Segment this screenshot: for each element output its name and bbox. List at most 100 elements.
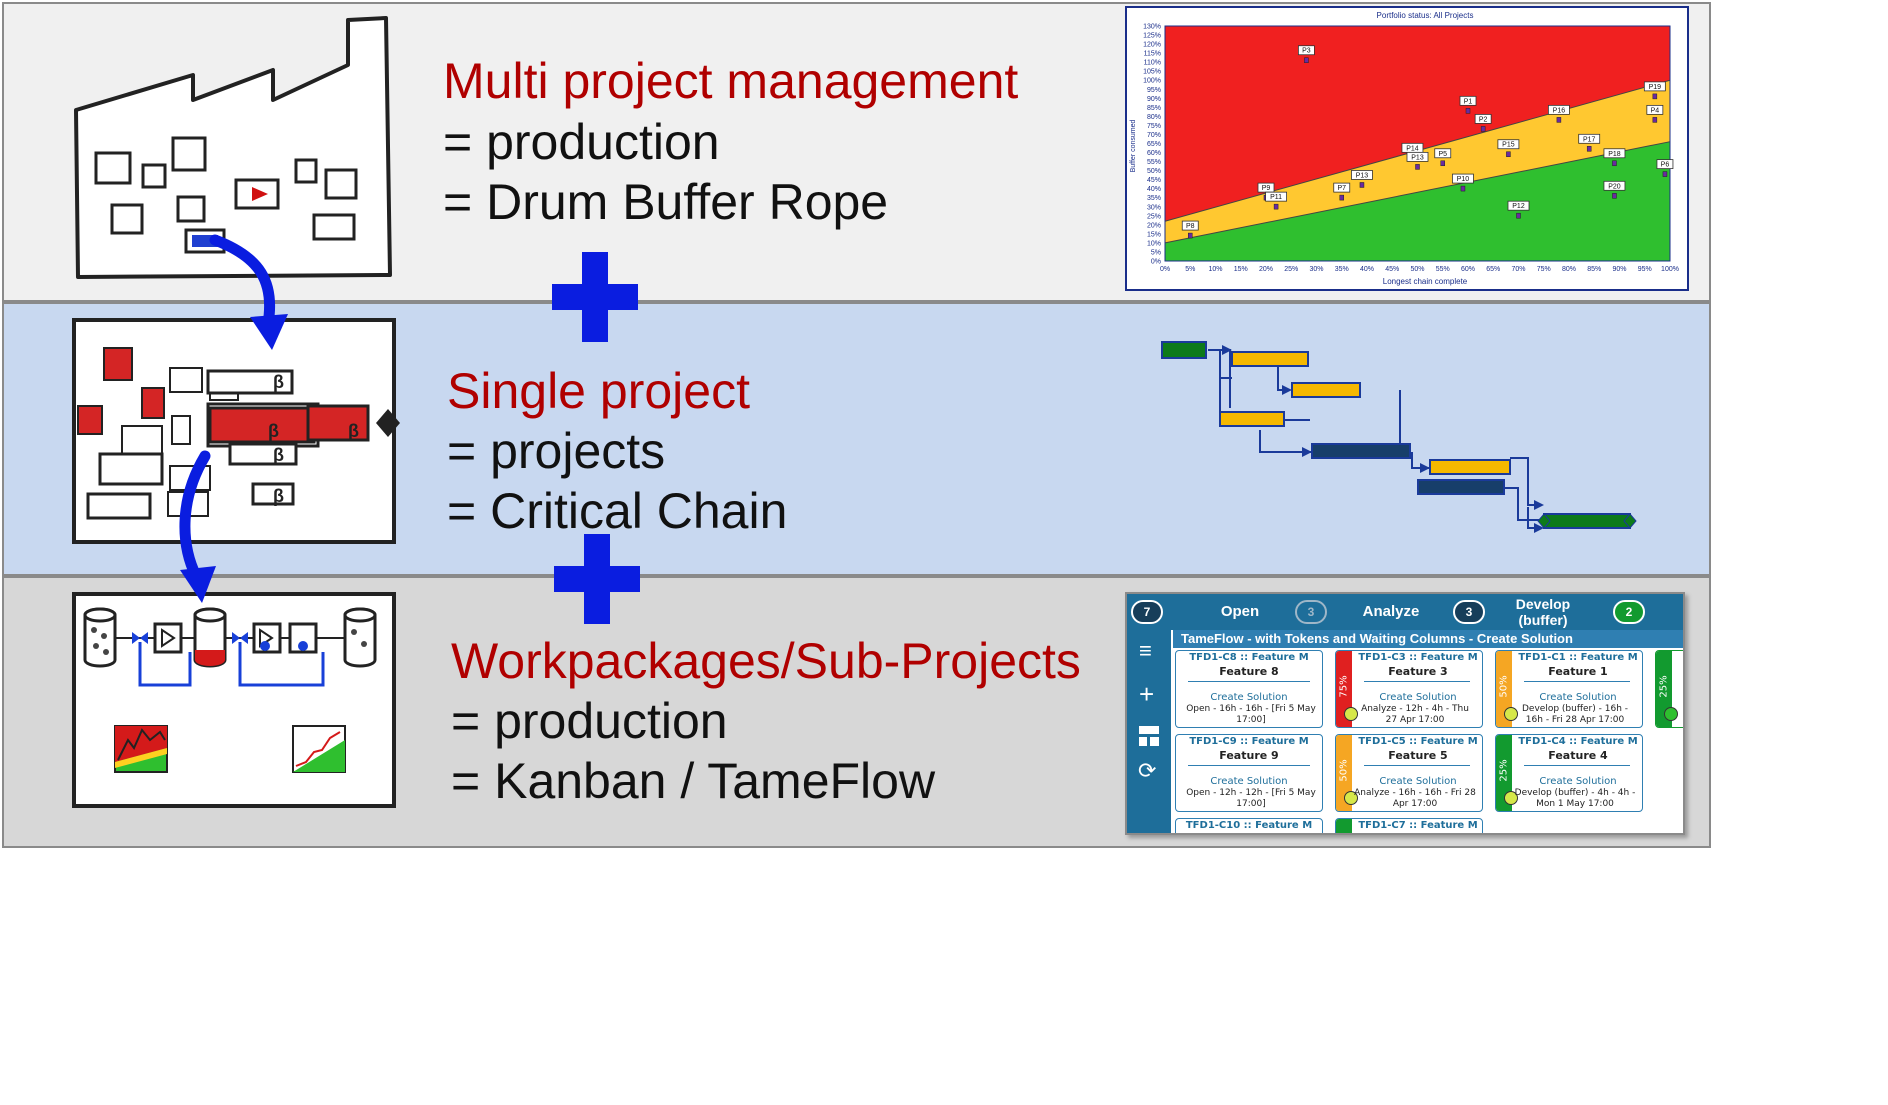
column-develop-buffer[interactable]: Develop (buffer) [1515,596,1571,628]
project-label: P13 [1356,172,1369,179]
project-point: P16 [1547,104,1570,123]
row1-title: Multi project management [443,53,1019,109]
project-point: P13 [1351,170,1373,188]
y-tick-label: 15% [1147,231,1161,238]
row1-line1: = production [443,114,720,170]
kanban-card[interactable]: TFD1-C10 :: Feature M [1175,818,1323,833]
x-tick-label: 100% [1661,266,1679,273]
y-tick-label: 115% [1144,51,1161,58]
row1-line2: = Drum Buffer Rope [443,174,889,230]
y-tick-label: 0% [1151,259,1161,266]
kanban-card-partial[interactable]: 25% [1655,650,1683,728]
green-zone [1165,141,1670,261]
beta-label: β [273,445,284,465]
gantt-task [1311,443,1411,459]
y-tick-label: 110% [1144,60,1161,67]
beta-label: β [273,486,284,506]
critical-chain-gantt [1161,341,1637,533]
kanban-card[interactable]: 50% TFD1-C5 :: Feature M Feature 5 Creat… [1335,734,1483,812]
x-tick-label: 90% [1612,266,1626,273]
card-status: Create Solution [1539,692,1617,703]
project-point: P18 [1603,148,1626,167]
down-arrow-icon [209,234,288,350]
gantt-task [1231,351,1309,367]
fever-chart: Portfolio status: All Projects Longest c… [1125,6,1689,291]
refresh-icon[interactable]: ⟳ [1138,758,1157,783]
card-id: TFD1-C8 :: Feature M [1189,652,1309,663]
project-point: P13 [1406,151,1429,170]
y-tick-label: 60% [1147,150,1161,157]
kanban-card[interactable]: 75% TFD1-C3 :: Feature M Feature 3 Creat… [1335,650,1483,728]
card-status: Create Solution [1379,776,1457,787]
column-open[interactable]: Open [1220,603,1260,620]
buffer-percent: 50% [1338,759,1350,782]
project-label: P4 [1651,107,1660,114]
project-point: P4 [1646,104,1664,123]
x-tick-label: 70% [1511,266,1525,273]
project-point: P1 [1459,95,1477,114]
card-detail: Open - 16h - 16h - [Fri 5 May 17:00] [1186,704,1316,725]
project-label: P11 [1270,194,1282,201]
project-point: P2 [1474,114,1492,132]
card-id: TFD1-C3 :: Feature M [1358,652,1478,663]
y-tick-label: 95% [1147,87,1161,94]
y-tick-label: 125% [1143,33,1161,40]
project-label: P19 [1649,84,1662,91]
project-point: P5 [1434,148,1452,167]
board-header [1127,594,1683,630]
kanban-card[interactable]: TFD1-C9 :: Feature M Feature 9 Create So… [1175,734,1323,812]
project-label: P10 [1457,176,1470,183]
card-id: TFD1-C5 :: Feature M [1358,736,1478,747]
card-id: TFD1-C4 :: Feature M [1518,736,1638,747]
project-label: P7 [1337,185,1346,192]
project-label: P9 [1262,185,1271,192]
project-point: P15 [1497,139,1520,157]
ccpm-beta-overlay: β β β β β [206,369,400,506]
kanban-card[interactable]: 25% TFD1-C4 :: Feature M Feature 4 Creat… [1495,734,1643,812]
x-tick-label: 35% [1335,266,1349,273]
card-status: Create Solution [1379,692,1457,703]
project-buffer [1543,513,1631,529]
y-tick-label: 45% [1147,177,1161,184]
y-tick-label: 50% [1147,168,1161,175]
layout-icon[interactable] [1139,726,1159,746]
card-detail: Develop (buffer) - 4h - 4h - Mon 1 May 1… [1514,788,1636,809]
card-detail: Analyze - 16h - 16h - Fri 28 Apr 17:00 [1354,788,1476,809]
kanban-card[interactable]: 50% TFD1-C1 :: Feature M Feature 1 Creat… [1495,650,1643,728]
project-label: P12 [1512,203,1525,210]
y-tick-label: 40% [1147,186,1161,193]
row3-title: Workpackages/Sub-Projects [451,633,1081,689]
project-label: P18 [1608,151,1621,158]
x-axis-label: Longest chain complete [1383,277,1468,286]
count-badge: 7 [1131,600,1163,624]
project-label: P5 [1438,151,1447,158]
column-analyze[interactable]: Analyze [1362,603,1420,620]
x-tick-label: 65% [1486,266,1500,273]
y-tick-label: 65% [1147,141,1161,148]
x-tick-label: 55% [1436,266,1450,273]
card-status: Create Solution [1539,776,1617,787]
buffer-percent: 25% [1658,675,1670,698]
card-id: TFD1-C10 :: Feature M [1185,820,1313,831]
window-icon [94,151,132,185]
row2-line1: = projects [447,423,666,479]
card-id: TFD1-C1 :: Feature M [1518,652,1638,663]
menu-icon[interactable]: ≡ [1139,638,1152,663]
x-tick-label: 75% [1537,266,1551,273]
row2-title: Single project [447,363,750,419]
project-point: P20 [1603,180,1626,199]
kanban-card[interactable]: TFD1-C8 :: Feature M Feature 8 Create So… [1175,650,1323,728]
y-axis-label: Buffer consumed [1130,120,1137,173]
plus-icon[interactable]: + [1139,679,1155,709]
y-tick-label: 5% [1151,249,1161,256]
project-point: P11 [1265,191,1288,210]
x-tick-label: 40% [1360,266,1374,273]
plus-icon [552,252,638,342]
column-open-count: 3 [1295,600,1327,624]
project-point: P7 [1333,182,1351,201]
x-tick-label: 20% [1259,266,1273,273]
y-tick-label: 130% [1143,24,1161,31]
card-name: Feature 3 [1388,665,1448,678]
kanban-card[interactable]: TFD1-C7 :: Feature M [1335,818,1483,833]
project-label: P15 [1502,142,1515,149]
